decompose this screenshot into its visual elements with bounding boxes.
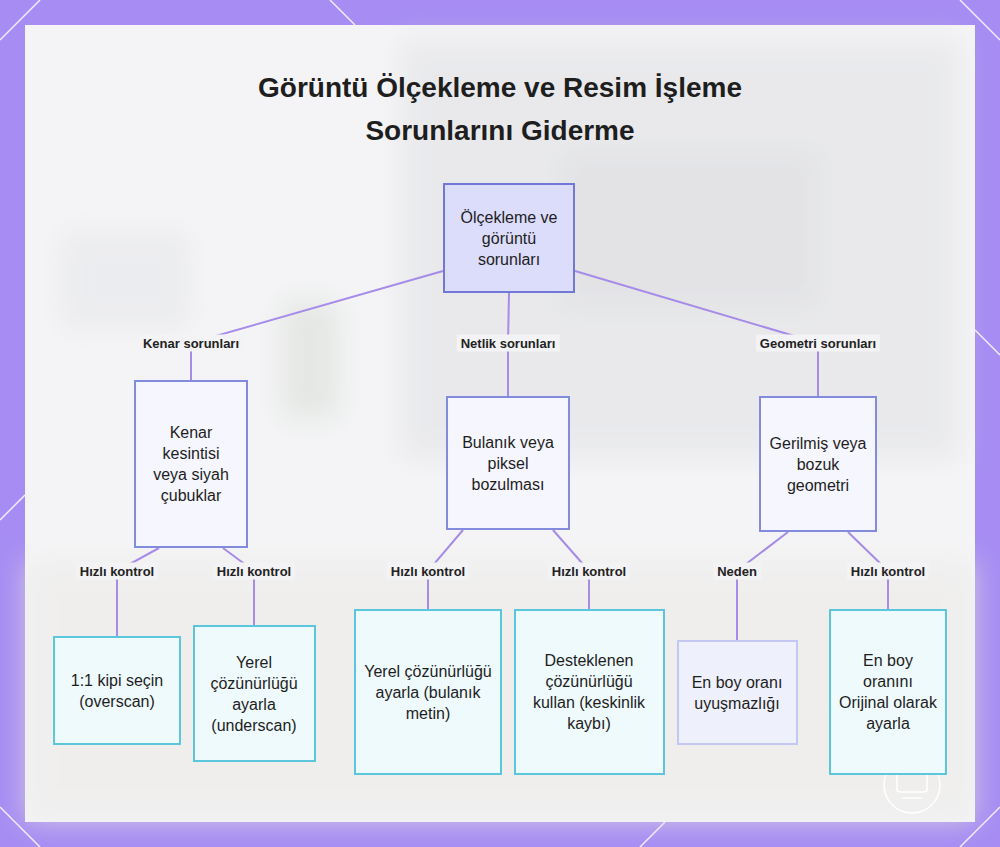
process-box: Kenar kesintisi veya siyah çubuklar	[134, 380, 248, 548]
connector-line	[117, 548, 159, 636]
process-box: En boy oranını Orijinal olarak ayarla	[829, 609, 947, 775]
connector-line	[191, 271, 443, 380]
box-text: Kenar kesintisi veya siyah çubuklar	[136, 416, 246, 512]
box-text: Bulanık veya piksel bozulması	[448, 426, 568, 501]
process-box: 1:1 kipi seçin (overscan)	[53, 636, 181, 745]
edge-label: Netlik sorunları	[457, 335, 560, 352]
edge-label: Geometri sorunları	[756, 335, 880, 352]
box-text: En boy oranını Orijinal olarak ayarla	[831, 644, 945, 740]
edge-label: Hızlı kontrol	[76, 563, 158, 580]
box-text: Gerilmiş veya bozuk geometri	[761, 427, 875, 502]
process-box: Ölçekleme ve görüntü sorunları	[443, 183, 575, 293]
box-text: Yerel çözünürlüğü ayarla (underscan)	[195, 646, 314, 742]
box-text: Ölçekleme ve görüntü sorunları	[445, 201, 573, 276]
diagram-title: Görüntü Ölçekleme ve Resim İşleme Sorunl…	[200, 66, 800, 152]
edge-label: Hızlı kontrol	[548, 563, 630, 580]
edge-label: Hızlı kontrol	[213, 563, 295, 580]
edge-label: Neden	[713, 563, 761, 580]
process-box: Yerel çözünürlüğü ayarla (underscan)	[193, 625, 316, 762]
process-box: Desteklenen çözünürlüğü kullan (keskinli…	[514, 609, 665, 775]
process-box: En boy oranı uyuşmazlığı	[677, 640, 798, 745]
edge-label: Hızlı kontrol	[847, 563, 929, 580]
connector-line	[737, 532, 788, 640]
connector-line	[575, 271, 818, 396]
box-text: Yerel çözünürlüğü ayarla (bulanık metin)	[356, 655, 500, 730]
box-text: En boy oranı uyuşmazlığı	[679, 666, 796, 720]
edge-label: Hızlı kontrol	[387, 563, 469, 580]
process-box: Yerel çözünürlüğü ayarla (bulanık metin)	[354, 609, 502, 775]
process-box: Bulanık veya piksel bozulması	[446, 396, 570, 530]
box-text: 1:1 kipi seçin (overscan)	[55, 664, 179, 718]
edge-label: Kenar sorunları	[139, 335, 243, 352]
box-text: Desteklenen çözünürlüğü kullan (keskinli…	[516, 644, 663, 740]
connector-line	[223, 548, 254, 625]
process-box: Gerilmiş veya bozuk geometri	[759, 396, 877, 532]
